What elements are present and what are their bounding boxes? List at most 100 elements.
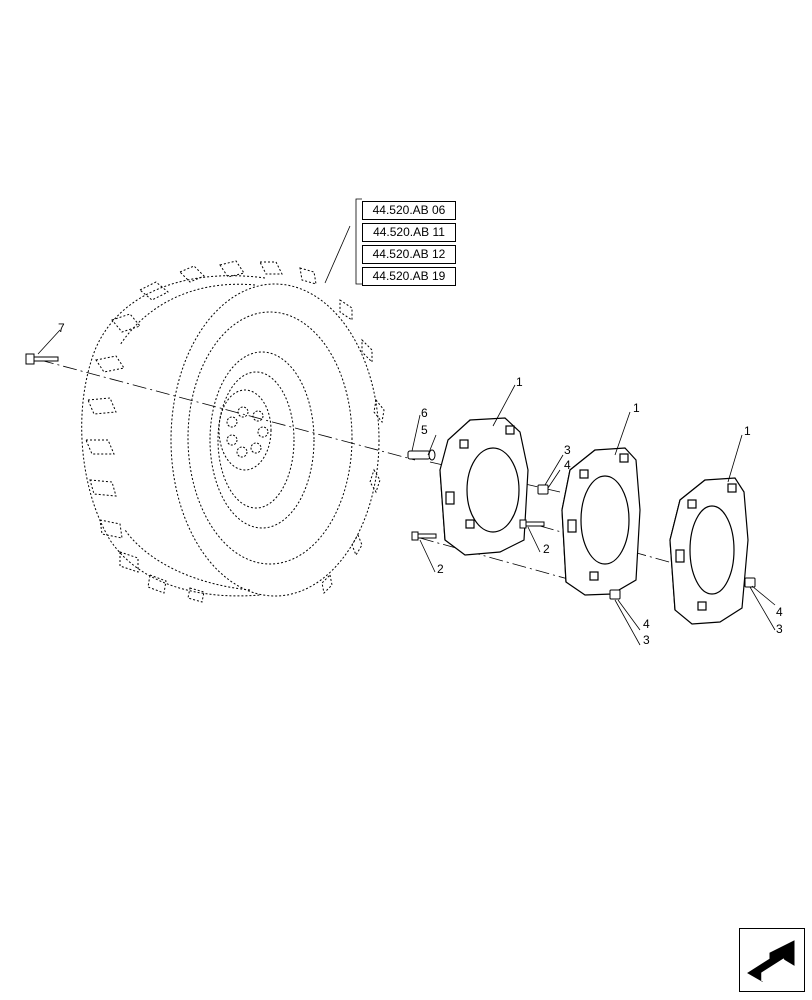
bolt-7-shank xyxy=(33,356,59,362)
callout-7: 7 xyxy=(58,321,65,335)
leader-2a xyxy=(419,539,436,573)
tire-lug xyxy=(179,265,205,283)
tire-lug xyxy=(339,299,353,321)
center-lines xyxy=(39,359,756,593)
wheel-weight-3 xyxy=(669,477,749,625)
leader-5 xyxy=(427,434,437,456)
bolts-2 xyxy=(411,519,545,541)
callout-4: 4 xyxy=(564,458,571,472)
weight-3-slot xyxy=(727,483,737,493)
callout-1: 1 xyxy=(633,401,640,415)
tire-lug xyxy=(369,468,381,494)
callout-2: 2 xyxy=(543,542,550,556)
hub-bolt xyxy=(250,442,262,454)
tire-lug xyxy=(187,587,205,603)
weight-3-edge xyxy=(669,479,706,611)
reference-list: 44.520.AB 06 44.520.AB 11 44.520.AB 12 4… xyxy=(362,201,456,289)
leader-4a xyxy=(547,469,561,489)
ref-bracket xyxy=(355,198,362,285)
weight-2-slot xyxy=(579,469,589,479)
rim-inner xyxy=(217,371,295,509)
weight-1-slot xyxy=(445,491,455,505)
nut-b xyxy=(609,589,621,600)
tire-lug xyxy=(89,479,117,497)
callout-5: 5 xyxy=(421,423,428,437)
weight-3-center-hole xyxy=(689,505,735,595)
axis-line-upper xyxy=(39,359,416,461)
weight-1-center-hole xyxy=(466,447,520,533)
weight-1-slot xyxy=(505,425,515,435)
pin-collar xyxy=(428,449,436,461)
hub-bolt xyxy=(226,416,238,428)
weight-2-slot xyxy=(567,519,577,533)
hub-bolt xyxy=(226,434,238,446)
weight-2-edge xyxy=(561,449,596,583)
tire-outer-face xyxy=(170,283,380,597)
leader-4c xyxy=(751,585,776,606)
leader-1c xyxy=(727,434,743,483)
tire-lug xyxy=(111,313,141,333)
hub-bolt xyxy=(237,406,249,418)
pin-shank xyxy=(407,450,431,460)
leader-7 xyxy=(37,329,61,355)
tire-lug xyxy=(99,519,123,539)
tire-lug xyxy=(87,397,117,415)
leader-3c xyxy=(749,586,776,631)
bolt-2a-head xyxy=(411,531,419,541)
tire-lug xyxy=(147,574,167,594)
wheel-weight-2 xyxy=(561,447,641,596)
bolt-2b-shank xyxy=(525,521,545,527)
tire-lug xyxy=(351,533,363,557)
leader-refs xyxy=(324,225,351,284)
tire-back-contour-2 xyxy=(119,283,256,346)
leader-2b xyxy=(527,526,541,553)
pin-5-6 xyxy=(407,449,436,461)
weight-3-slot xyxy=(687,499,697,509)
hub-bolts xyxy=(226,406,269,458)
bolt-2a-shank xyxy=(417,533,437,539)
callout-2: 2 xyxy=(437,562,444,576)
tire-lug xyxy=(139,281,169,301)
tire-lug xyxy=(373,398,385,424)
tire-lug xyxy=(299,267,317,285)
callout-3: 3 xyxy=(643,633,650,647)
leader-3a xyxy=(544,454,564,486)
bolt-2b-head xyxy=(519,519,527,529)
tire-back-contour-3 xyxy=(124,529,251,591)
weight-1-slot xyxy=(459,439,469,449)
tire-lug xyxy=(219,260,245,278)
reference-link[interactable]: 44.520.AB 06 xyxy=(362,201,456,220)
bolt-7-head xyxy=(25,353,35,365)
callout-6: 6 xyxy=(421,406,428,420)
leader-6 xyxy=(411,414,421,452)
tire xyxy=(81,260,385,603)
next-page-button[interactable] xyxy=(739,928,805,992)
callout-4: 4 xyxy=(776,605,783,619)
leader-1a xyxy=(492,384,516,427)
tire-back-contour xyxy=(81,275,266,597)
weight-3-slot xyxy=(675,549,685,563)
arrow-icon xyxy=(747,940,795,982)
hub-bolt xyxy=(252,410,264,422)
weight-2-center-hole xyxy=(580,475,630,565)
reference-link[interactable]: 44.520.AB 19 xyxy=(362,267,456,286)
callout-3: 3 xyxy=(564,443,571,457)
leader-1b xyxy=(614,411,631,456)
tire-lug xyxy=(321,573,333,595)
leader-lines xyxy=(37,198,776,646)
leader-4b xyxy=(617,599,641,631)
reference-link[interactable]: 44.520.AB 11 xyxy=(362,223,456,242)
callout-3: 3 xyxy=(776,622,783,636)
reference-link[interactable]: 44.520.AB 12 xyxy=(362,245,456,264)
callout-1: 1 xyxy=(744,424,751,438)
leader-3b xyxy=(614,599,641,646)
tire-lug xyxy=(95,355,125,373)
tire-inner-face xyxy=(187,311,353,565)
callout-4: 4 xyxy=(643,617,650,631)
tire-lug xyxy=(119,551,139,573)
weight-1-edge xyxy=(439,419,471,541)
hub xyxy=(218,389,272,471)
rim-outer xyxy=(209,351,315,529)
weight-3-slot xyxy=(697,601,707,611)
